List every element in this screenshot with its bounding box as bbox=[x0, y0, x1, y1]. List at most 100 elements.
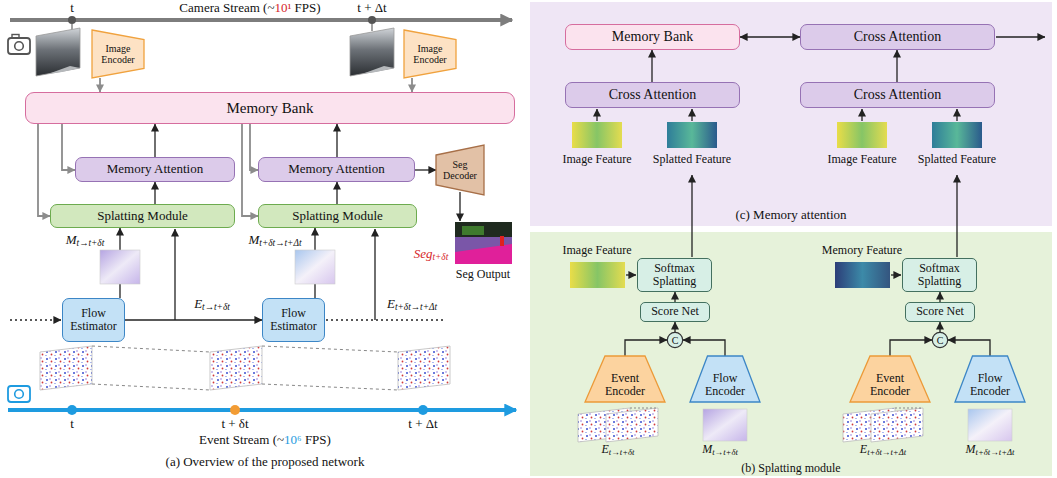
feature-label: Image Feature bbox=[563, 152, 632, 166]
label-holder: Mt+δt→t+Δt bbox=[248, 233, 301, 248]
label-holder: t + δt bbox=[221, 417, 248, 432]
node-label: Seg Decoder bbox=[440, 159, 480, 181]
connector bbox=[939, 322, 940, 332]
label-holder: Image Feature bbox=[563, 153, 632, 167]
splatting-module-panel-ground bbox=[530, 232, 1052, 476]
feature-label: Memory Feature bbox=[822, 243, 902, 257]
text-part: FPS) bbox=[302, 432, 331, 447]
symbol-subscript: t+δt→t+Δt bbox=[259, 238, 301, 248]
node-label: Flow Estimator bbox=[267, 307, 320, 333]
feature-map bbox=[572, 122, 622, 148]
connector bbox=[683, 340, 725, 356]
node-label: Flow Estimator bbox=[67, 307, 120, 333]
connector bbox=[625, 340, 667, 356]
connector bbox=[336, 182, 337, 204]
time-dot bbox=[68, 16, 76, 24]
label-holder: t + Δt bbox=[357, 1, 386, 16]
event-frame bbox=[871, 408, 923, 442]
label-holder: (a) Overview of the proposed network bbox=[166, 455, 365, 470]
label-holder: t bbox=[70, 417, 74, 432]
feature-arrow bbox=[691, 109, 692, 121]
event-camera-lens bbox=[15, 390, 24, 399]
trapezoid-outline bbox=[585, 356, 665, 402]
splatting-box: Splatting Module bbox=[258, 204, 417, 228]
connector bbox=[250, 124, 258, 170]
flow-estimator-box: Flow Estimator bbox=[262, 298, 325, 342]
feature-arrow bbox=[626, 274, 636, 275]
node-label: Memory Attention bbox=[288, 162, 384, 176]
event-symbol: Et+δt→t+Δt bbox=[860, 442, 906, 456]
road-patch bbox=[362, 66, 394, 74]
feature-label: Image Feature bbox=[828, 152, 897, 166]
panel-caption: (a) Overview of the proposed network bbox=[166, 454, 365, 469]
symbol-base: E bbox=[387, 296, 395, 311]
splatting-box: Splatting Module bbox=[50, 204, 235, 228]
seg-region bbox=[455, 222, 512, 264]
symbol-subscript: t→t+δt bbox=[712, 447, 738, 457]
symbol-subscript: t+δt bbox=[432, 252, 448, 262]
frame-links bbox=[92, 346, 398, 390]
label-holder: Mt→t+δt bbox=[702, 443, 738, 457]
time-dot bbox=[368, 16, 376, 24]
decoder-output-arrow bbox=[459, 192, 460, 221]
trapezoid-outline bbox=[404, 30, 456, 78]
rate-highlight: 10⁶ bbox=[284, 432, 302, 447]
label-holder: Camera Stream (~10¹ FPS) bbox=[179, 1, 320, 16]
connector bbox=[890, 340, 932, 356]
panel-caption: (c) Memory attention bbox=[735, 208, 846, 222]
connector bbox=[674, 322, 675, 332]
node-label: C bbox=[672, 335, 679, 346]
feature-label: Splatted Feature bbox=[918, 152, 996, 166]
symbol-subscript: t→t+δt bbox=[202, 302, 230, 312]
text-part: Camera Stream (~ bbox=[179, 0, 274, 15]
label-holder: Segt+δt bbox=[414, 247, 449, 262]
time-label: t + Δt bbox=[408, 416, 437, 431]
process-box: Softmax Splatting bbox=[902, 258, 977, 292]
feature-label: Image Feature bbox=[563, 243, 632, 257]
stream-label: Camera Stream (~10¹ FPS) bbox=[179, 0, 320, 15]
camera-frame bbox=[350, 28, 394, 76]
feature-map bbox=[835, 262, 890, 288]
output-symbol: Segt+δt bbox=[414, 246, 449, 261]
node-label: Event Encoder bbox=[864, 372, 916, 398]
encoder-trapezoid: Image Encoder bbox=[404, 30, 456, 78]
label-holder: Mt→t+δt bbox=[66, 233, 105, 248]
time-dot bbox=[418, 405, 428, 415]
connector bbox=[674, 292, 675, 302]
label-holder: Memory Feature bbox=[822, 244, 902, 258]
node-label: Softmax Splatting bbox=[642, 262, 707, 288]
flow-encoder-trapezoid: Flow Encoder bbox=[690, 356, 760, 402]
feature-map bbox=[667, 122, 717, 148]
feature-label: Splatted Feature bbox=[653, 152, 731, 166]
frame-link bbox=[630, 408, 658, 409]
feature-arrow bbox=[956, 109, 957, 121]
flow-symbol: Mt→t+δt bbox=[702, 442, 738, 456]
time-dot bbox=[230, 405, 240, 415]
node-label: C bbox=[937, 335, 944, 346]
flow-encoder-trapezoid: Flow Encoder bbox=[955, 356, 1025, 402]
circle-outline bbox=[667, 332, 682, 347]
event-frame bbox=[40, 346, 92, 390]
flow-symbol: Mt+δt→t+Δt bbox=[966, 442, 1015, 456]
flow-map bbox=[968, 409, 1012, 441]
node-label: Event Encoder bbox=[599, 372, 651, 398]
time-label: t bbox=[70, 0, 74, 15]
label-holder: Mt+δt→t+Δt bbox=[966, 443, 1015, 457]
feature-arrow bbox=[861, 109, 862, 121]
frame-link bbox=[262, 346, 398, 352]
node-label: Score Net bbox=[916, 305, 964, 318]
connector bbox=[896, 50, 897, 82]
label-holder: Splatted Feature bbox=[918, 153, 996, 167]
symbol-subscript: t+δt→t+Δt bbox=[395, 302, 437, 312]
event-frame bbox=[210, 346, 262, 390]
attention-box: Memory Attention bbox=[75, 157, 235, 182]
process-box: Score Net bbox=[905, 302, 975, 322]
connector bbox=[415, 169, 436, 170]
label-holder: Image Feature bbox=[563, 244, 632, 258]
label-holder: Et+δt→t+Δt bbox=[387, 297, 437, 312]
memory-attention-panel: (c) Memory attentionMemory BankCross Att… bbox=[530, 2, 1052, 226]
event-camera-icon bbox=[8, 386, 30, 402]
trapezoid-outline bbox=[850, 356, 930, 402]
flow-map bbox=[100, 250, 140, 284]
